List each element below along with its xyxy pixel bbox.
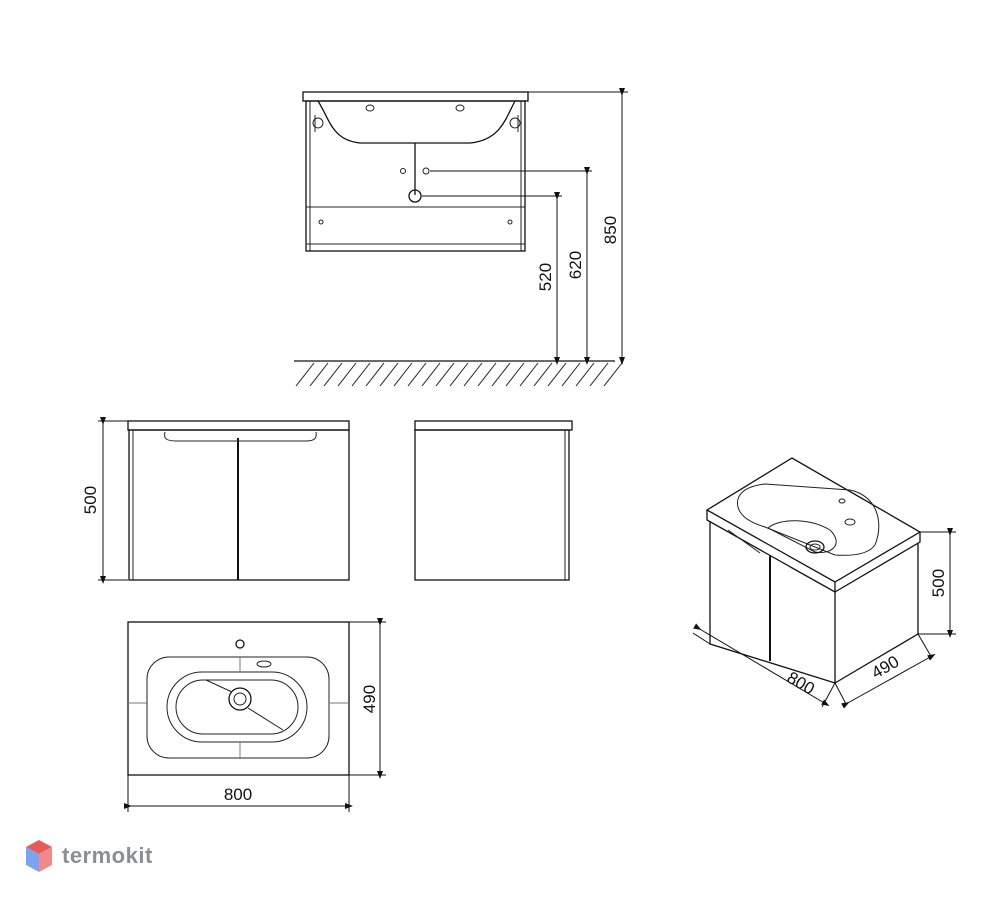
side-view bbox=[414, 420, 573, 581]
rear-view bbox=[302, 91, 529, 252]
dim-500-front: 500 bbox=[81, 486, 100, 514]
front-height-dimension: 500 bbox=[81, 417, 128, 584]
dim-800-iso: 800 bbox=[784, 668, 818, 699]
termokit-logo: termokit bbox=[24, 836, 153, 876]
iso-dimensions: 500 800 490 bbox=[692, 528, 956, 709]
dim-490-iso: 490 bbox=[868, 652, 902, 683]
rear-dimensions: 850 620 520 bbox=[422, 88, 628, 365]
dim-500-iso: 500 bbox=[929, 569, 948, 597]
top-dimensions: 490 800 bbox=[124, 618, 386, 812]
dim-520: 520 bbox=[536, 263, 555, 291]
floor-hatch bbox=[294, 360, 623, 387]
cube-logo-icon bbox=[26, 840, 52, 872]
isometric-view bbox=[705, 457, 922, 684]
front-view bbox=[127, 420, 350, 581]
logo-text: termokit bbox=[62, 843, 153, 868]
top-view bbox=[127, 621, 350, 776]
dim-490-top: 490 bbox=[360, 685, 379, 713]
dim-620: 620 bbox=[566, 251, 585, 279]
dim-800-top: 800 bbox=[224, 785, 252, 804]
dim-850: 850 bbox=[601, 216, 620, 244]
